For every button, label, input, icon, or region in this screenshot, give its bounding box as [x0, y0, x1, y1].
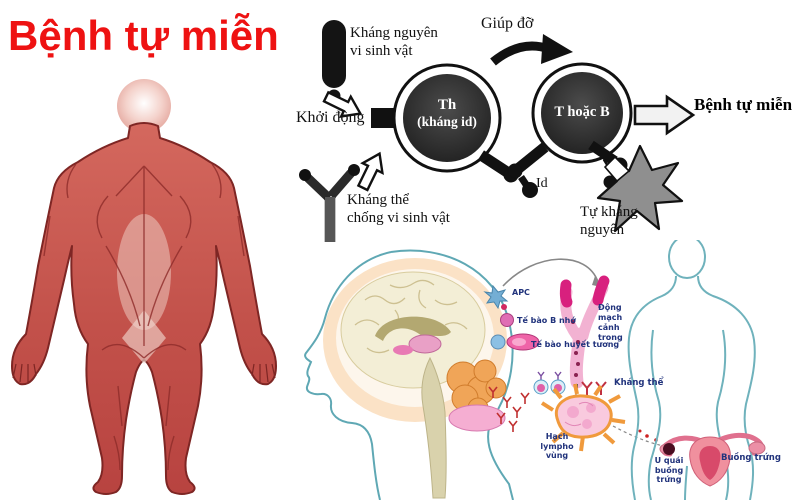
start-arrow-icon-lower: [356, 151, 384, 192]
muscular-body-illustration: [11, 79, 277, 495]
b-cell-icons: [533, 371, 566, 395]
brain-illustration: [340, 271, 530, 499]
limbic-region: [448, 404, 506, 432]
carotid-artery-illustration: [559, 275, 610, 389]
apc-cell-icon: [483, 284, 509, 310]
brainstem: [421, 356, 447, 499]
plasma-cell-label: Tế bào huyết tương: [531, 340, 620, 349]
brain-antibody-y-icons: [488, 386, 530, 432]
artery-cell-dots: [571, 320, 580, 377]
corpus-callosum: [375, 316, 451, 341]
start-arrow-icon-upper: [322, 90, 363, 118]
th-cell-circle: [392, 63, 502, 173]
brain-sulci: [354, 279, 468, 354]
teratoma-spot: [663, 443, 675, 455]
antibody-y-icon: [299, 164, 360, 242]
activation-dot: [501, 304, 507, 310]
t-or-b-cell-label: T hoặc B: [554, 104, 610, 120]
start-label: Khởi động: [296, 109, 365, 126]
id-bond: [477, 140, 628, 198]
female-silhouette: [627, 240, 756, 500]
microbial-antigen-label: Kháng nguyên vi sinh vật: [350, 25, 438, 59]
ovarian-teratoma-label: U quái buồng trứng: [654, 456, 684, 484]
thalamus: [408, 334, 442, 354]
head-profile-outline: [304, 249, 514, 500]
self-antigen-label: Tự kháng nguyên: [580, 204, 638, 238]
plasma-cell-icon: [490, 333, 540, 351]
th-cell-label: Th (kháng id): [417, 97, 477, 129]
uterus-illustration: [659, 432, 766, 487]
memory-b-cell-icon: [500, 313, 514, 327]
result-arrow-icon: [633, 94, 696, 136]
autoimmune-result-label: Bệnh tự miễn: [694, 95, 793, 114]
idiotype-network-diagram: [299, 20, 696, 242]
antibody-label: Kháng thể: [614, 378, 664, 388]
carotid-artery-label: Động mạch cảnh trong: [598, 303, 623, 342]
help-arrow-icon: [490, 34, 573, 66]
ovary-label: Buồng trứng: [721, 453, 781, 463]
memory-b-cell-label: Tế bào B nhớ: [517, 316, 576, 325]
id-label: Id: [536, 176, 548, 191]
lymph-node-illustration: [540, 383, 626, 452]
help-label: Giúp đỡ: [481, 15, 534, 32]
receptor-bond: [371, 108, 397, 128]
microbial-antigen-icon: [322, 20, 346, 103]
muscle-lines: [43, 163, 245, 471]
hand-fingers: [12, 363, 276, 383]
lymph-node-label: Hạch lympho vùng: [540, 432, 574, 460]
anti-microbe-antibody-label: Kháng thể chống vi sinh vật: [347, 192, 450, 226]
t-or-b-cell-circle: [531, 62, 633, 164]
body-head: [117, 79, 171, 133]
lymph-to-ovary-path: [612, 425, 672, 448]
anti-nmda-pathway-illustration: [304, 240, 766, 500]
apc-label: APC: [512, 288, 530, 297]
page-title: Bệnh tự miễn: [8, 12, 279, 59]
lymph-node-vessels: [540, 383, 626, 452]
self-antigen-burst-icon: [596, 144, 684, 233]
hypothalamus: [393, 345, 413, 355]
migration-arc: [502, 258, 601, 287]
